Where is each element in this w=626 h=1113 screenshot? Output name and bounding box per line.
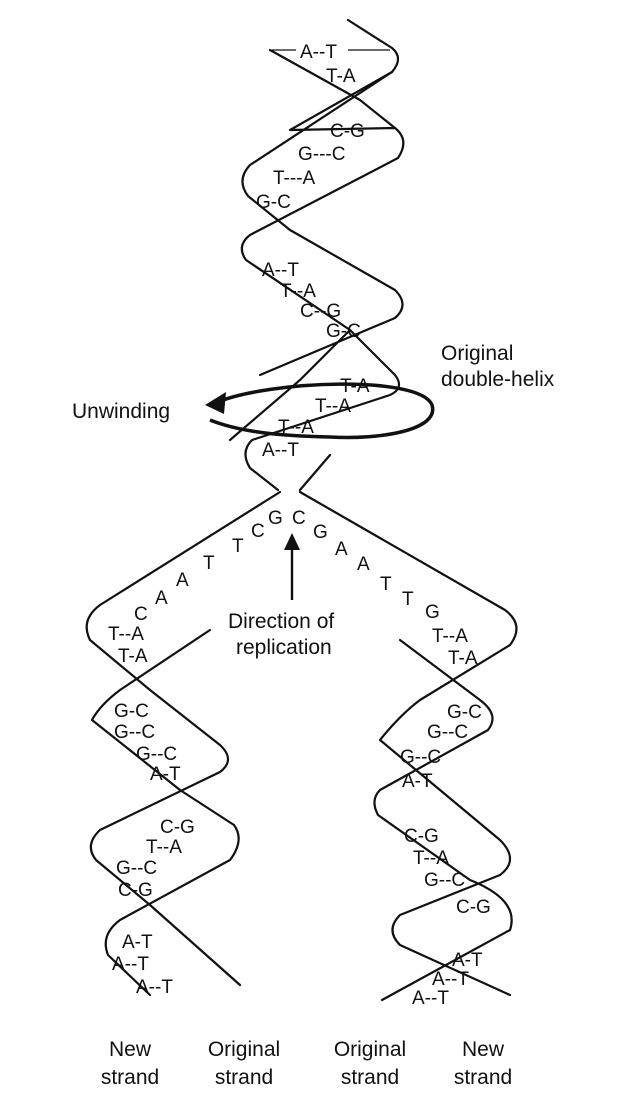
original-helix-label-2: double-helix — [441, 368, 555, 391]
base-pair: T--A — [280, 281, 316, 302]
base-pair: C-G — [404, 826, 439, 847]
base: A — [357, 554, 370, 575]
strand-label-new-left: New — [109, 1038, 152, 1061]
base: T — [232, 536, 244, 557]
base: A — [335, 539, 348, 560]
helix-strand-a — [240, 18, 405, 492]
strand-label-original-right-2: strand — [341, 1066, 399, 1089]
base: A — [176, 570, 189, 591]
top-helix-pairs: A--T T-A C-G G---C T---A G-C A--T T--A C… — [256, 42, 370, 461]
base-pair: T--A — [315, 396, 351, 417]
base-pair: A--T — [112, 954, 149, 975]
original-double-helix — [228, 18, 405, 492]
base-pair: A-T — [402, 771, 433, 792]
base: T — [203, 553, 215, 574]
base-pair: A-T — [122, 932, 153, 953]
strand-label-original-left-2: strand — [215, 1066, 273, 1089]
base-pair: A--T — [262, 440, 299, 461]
base-pair: T--A — [108, 624, 144, 645]
base-pair: T--A — [146, 837, 182, 858]
strand-label-original-right: Original — [334, 1038, 406, 1061]
base-pair: C-G — [456, 897, 491, 918]
base: C — [134, 604, 148, 625]
base: C — [292, 508, 306, 529]
base: A — [155, 588, 168, 609]
base: T — [380, 574, 392, 595]
base: G — [268, 508, 283, 529]
left-new-strand — [90, 628, 240, 997]
right-helix-pairs: T--A T-A G-C G--C G--C A-T C-G T--A G--C… — [400, 626, 491, 1009]
base-pair: G--C — [116, 858, 157, 879]
base: T — [402, 589, 414, 610]
original-helix-label: Original — [441, 342, 513, 365]
base-pair: G--C — [424, 870, 465, 891]
base: G — [425, 602, 440, 623]
arrowhead-icon — [205, 392, 226, 414]
base-pair: T-A — [340, 376, 370, 397]
base-pair: C-G — [118, 880, 153, 901]
base-pair: T--A — [413, 848, 449, 869]
base-pair: G-C — [256, 192, 291, 213]
fork-right-bases: C G A A T T G — [292, 508, 440, 623]
base-pair: G-C — [114, 701, 149, 722]
up-arrow-icon — [284, 533, 300, 550]
base-pair: A-T — [452, 950, 483, 971]
strand-label-new-left-2: strand — [101, 1066, 159, 1089]
replication-fork — [85, 490, 518, 1002]
base-pair: A--T — [262, 260, 299, 281]
direction-label: Direction of — [228, 610, 334, 633]
strand-label-new-right: New — [462, 1038, 505, 1061]
fork-left-bases: C A A T T C G — [134, 508, 283, 625]
base-pair: A--T — [412, 988, 449, 1009]
base-pair: G--C — [114, 722, 155, 743]
strand-labels: New strand Original strand Original stra… — [101, 1038, 512, 1089]
base-pair: T--A — [432, 626, 468, 647]
direction-label-2: replication — [236, 636, 332, 659]
direction-arrow — [284, 533, 300, 600]
unwinding-ellipse — [209, 382, 435, 440]
base-pair: G-C — [326, 321, 361, 342]
base-pair: T-A — [448, 648, 478, 669]
base-pair: C-G — [330, 121, 365, 142]
base-pair: G--C — [400, 747, 441, 768]
left-original-strand — [85, 490, 282, 987]
base-pair: T-A — [118, 646, 148, 667]
strand-label-new-right-2: strand — [454, 1066, 512, 1089]
unwinding-label: Unwinding — [72, 400, 170, 423]
unwinding-arrow — [205, 382, 435, 440]
base: C — [251, 521, 265, 542]
right-original-strand — [298, 490, 518, 997]
base-pair: A-T — [150, 764, 181, 785]
base-pair: G---C — [298, 144, 345, 165]
base-pair: G--C — [136, 744, 177, 765]
helix-strand-b — [228, 48, 404, 492]
base-pair: A--T — [432, 969, 469, 990]
base-pair: A--T — [300, 42, 337, 63]
base: G — [313, 522, 328, 543]
base-pair: G-C — [447, 702, 482, 723]
right-new-strand — [373, 638, 513, 1002]
left-helix-pairs: T--A T-A G-C G--C G--C A-T C-G T--A G--C… — [108, 624, 195, 998]
base-pair: C--G — [300, 301, 341, 322]
base-pair: A--T — [136, 977, 173, 998]
base-pair: T--A — [278, 417, 314, 438]
base-pair: T---A — [273, 168, 316, 189]
base-pair: G--C — [427, 722, 468, 743]
strand-label-original-left: Original — [208, 1038, 280, 1061]
base-pair: C-G — [160, 817, 195, 838]
base-pair: T-A — [326, 66, 356, 87]
